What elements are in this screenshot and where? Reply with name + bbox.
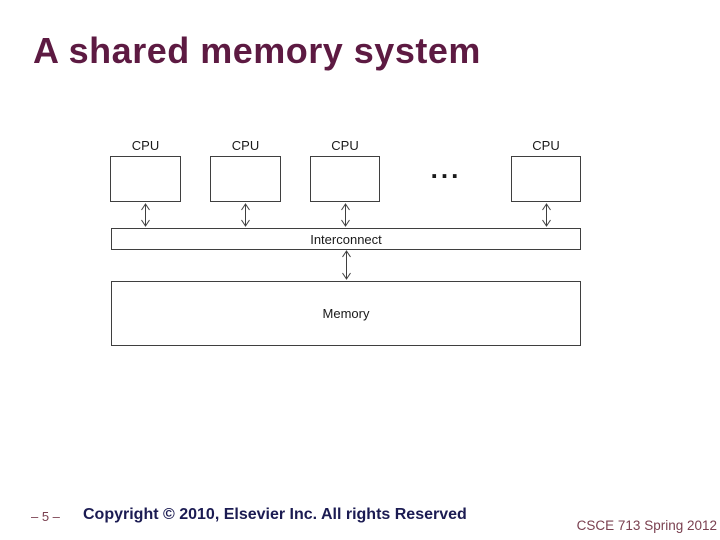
cpu-box bbox=[511, 156, 581, 202]
course-label: CSCE 713 Spring 2012 bbox=[576, 518, 717, 533]
memory-label: Memory bbox=[322, 306, 370, 321]
cpu-label: CPU bbox=[331, 138, 359, 153]
cpu-label: CPU bbox=[231, 138, 260, 153]
interconnect-box: Interconnect bbox=[111, 228, 581, 250]
interconnect-label: Interconnect bbox=[310, 231, 382, 247]
cpu-box bbox=[310, 156, 380, 202]
cpu-label: CPU bbox=[532, 138, 560, 153]
double-arrow-cpu-1 bbox=[141, 203, 150, 227]
copyright-text: Copyright © 2010, Elsevier Inc. All righ… bbox=[83, 506, 467, 523]
slide-title: A shared memory system bbox=[33, 30, 481, 71]
double-arrow-cpu-2 bbox=[241, 203, 250, 227]
double-arrow-cpu-3 bbox=[341, 203, 350, 227]
more-cpus-ellipsis: ... bbox=[430, 154, 462, 184]
double-arrow-cpu-4 bbox=[542, 203, 551, 227]
double-arrow-memory bbox=[342, 250, 351, 280]
cpu-box bbox=[210, 156, 281, 202]
page-number: – 5 – bbox=[31, 509, 60, 524]
cpu-box bbox=[110, 156, 181, 202]
cpu-label: CPU bbox=[131, 138, 160, 153]
memory-box: Memory bbox=[111, 281, 581, 346]
